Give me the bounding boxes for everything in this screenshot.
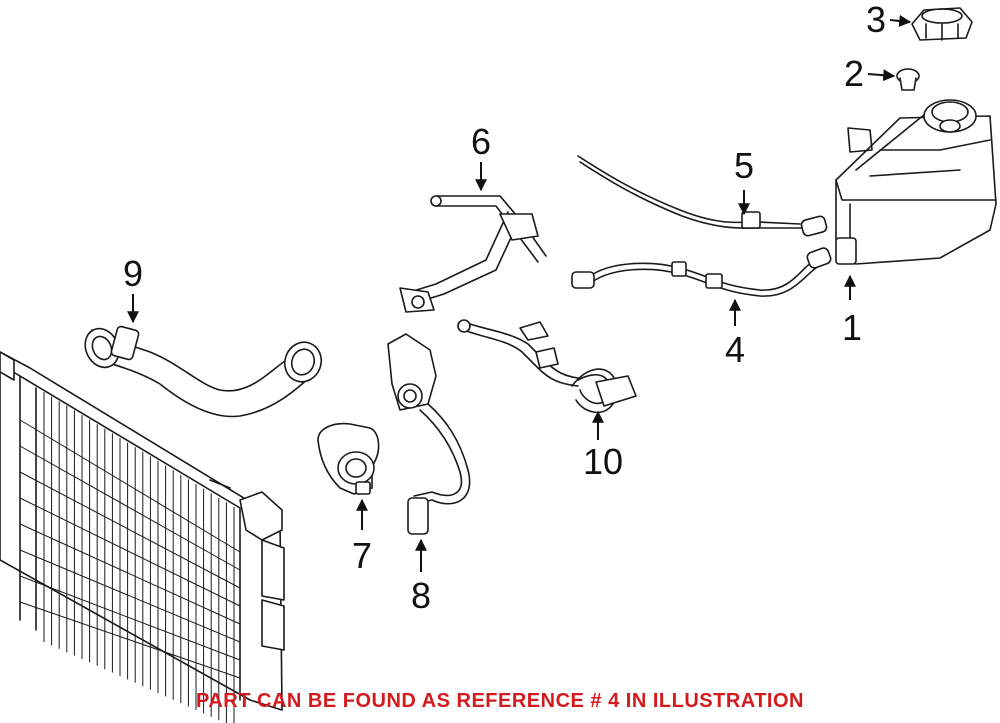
callout-5: 5 <box>734 145 754 186</box>
callout-8: 8 <box>411 575 431 616</box>
part-7-housing <box>317 422 380 495</box>
callout-4: 4 <box>725 329 745 370</box>
part-1-expansion-tank <box>835 99 997 265</box>
part-4-line <box>571 247 832 297</box>
callout-7: 7 <box>352 535 372 576</box>
arrow-3 <box>889 14 912 27</box>
part-2-screw <box>896 68 920 91</box>
callout-6: 6 <box>471 121 491 162</box>
arrow-2 <box>867 69 896 82</box>
part-9-upper-hose <box>84 325 323 418</box>
callout-2: 2 <box>844 53 864 94</box>
part-3-cap <box>911 7 973 41</box>
part-10-hose <box>457 319 637 414</box>
callout-10: 10 <box>583 441 623 482</box>
radiator-illustration <box>0 351 285 723</box>
callout-9: 9 <box>123 253 143 294</box>
part-6-pipe <box>399 195 547 313</box>
leader-arrows <box>127 14 912 572</box>
part-8-pipe <box>387 333 471 535</box>
part-5-line <box>577 155 828 237</box>
callout-numbers: 1 2 3 4 5 6 7 8 9 10 <box>123 0 886 616</box>
reference-note: PART CAN BE FOUND AS REFERENCE # 4 IN IL… <box>196 690 804 712</box>
callout-3: 3 <box>866 0 886 40</box>
callout-1: 1 <box>842 307 862 348</box>
